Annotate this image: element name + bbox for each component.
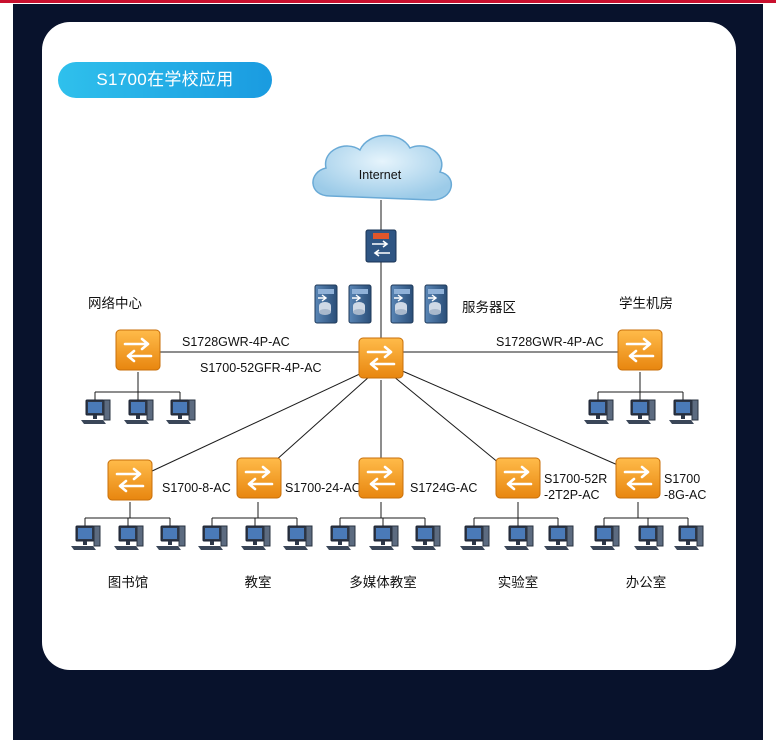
- server-icon: [314, 284, 338, 324]
- server-zone-label: 服务器区: [462, 300, 516, 316]
- lab-switch-model-line1: S1700-52R: [544, 472, 607, 486]
- office-switch-icon: [614, 456, 662, 500]
- right-uplink-model: S1728GWR-4P-AC: [496, 335, 604, 349]
- computer-icon: [589, 525, 620, 551]
- server-icon: [348, 284, 372, 324]
- office-switch-model-line2: -8G-AC: [664, 488, 706, 502]
- computer-icon: [325, 525, 356, 551]
- computer-icon: [197, 525, 228, 551]
- computer-icon: [668, 399, 699, 425]
- core-switch-model: S1700-52GFR-4P-AC: [200, 361, 322, 375]
- computer-icon: [503, 525, 534, 551]
- internet-label: Internet: [359, 168, 402, 182]
- computer-icon: [543, 525, 574, 551]
- top-accent-line: [0, 0, 776, 3]
- computer-icon: [368, 525, 399, 551]
- computer-icon: [459, 525, 490, 551]
- internet-cloud-icon: [312, 134, 453, 201]
- server-icon: [390, 284, 414, 324]
- page-title: S1700在学校应用: [58, 62, 272, 98]
- classroom-switch-model: S1700-24-AC: [285, 481, 361, 495]
- office-switch-model-line1: S1700: [664, 472, 700, 486]
- computer-icon: [625, 399, 656, 425]
- network-center-switch-icon: [114, 328, 162, 372]
- classroom-switch-icon: [235, 456, 283, 500]
- links: [84, 200, 689, 528]
- server-icon: [424, 284, 448, 324]
- firewall-icon: [365, 229, 397, 263]
- computer-icon: [673, 525, 704, 551]
- computer-icon: [583, 399, 614, 425]
- lab-label: 实验室: [498, 574, 539, 591]
- computer-icon: [410, 525, 441, 551]
- computer-icon: [70, 525, 101, 551]
- multimedia-switch-icon: [357, 456, 405, 500]
- computer-icon: [165, 399, 196, 425]
- multimedia-switch-model: S1724G-AC: [410, 481, 477, 495]
- classroom-label: 教室: [245, 574, 272, 591]
- lab-switch-model-line2: -2T2P-AC: [544, 488, 600, 502]
- student-lab-label: 学生机房: [619, 296, 673, 312]
- computer-icon: [282, 525, 313, 551]
- left-uplink-model: S1728GWR-4P-AC: [182, 335, 290, 349]
- student-lab-switch-icon: [616, 328, 664, 372]
- computer-icon: [633, 525, 664, 551]
- library-switch-icon: [106, 458, 154, 502]
- multimedia-label: 多媒体教室: [349, 574, 417, 591]
- library-label: 图书馆: [108, 575, 149, 591]
- lab-switch-icon: [494, 456, 542, 500]
- computer-icon: [240, 525, 271, 551]
- network-center-label: 网络中心: [88, 296, 142, 312]
- computer-icon: [123, 399, 154, 425]
- computer-icon: [80, 399, 111, 425]
- core-switch-icon: [357, 336, 405, 380]
- computer-icon: [155, 525, 186, 551]
- library-switch-model: S1700-8-AC: [162, 481, 231, 495]
- computer-icon: [113, 525, 144, 551]
- office-label: 办公室: [626, 574, 667, 591]
